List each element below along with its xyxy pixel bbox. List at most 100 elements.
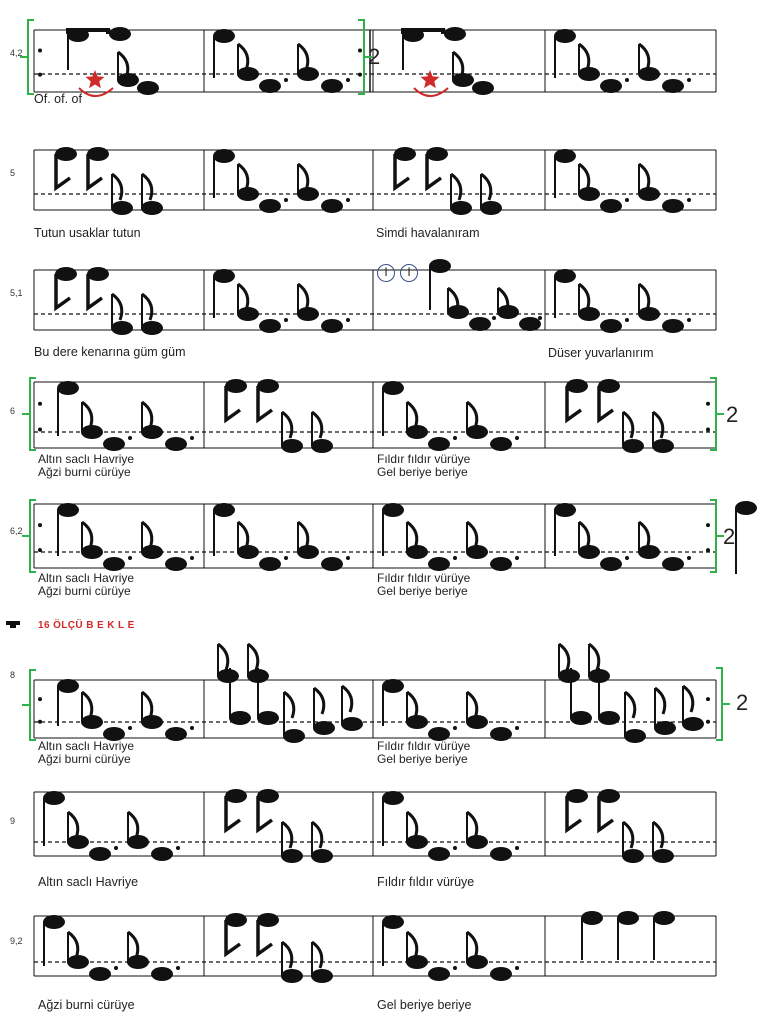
note-dot [38,697,42,702]
note-flag [452,50,465,79]
note-head [297,545,319,559]
note-flag [297,42,310,71]
note-head [165,557,187,571]
note-flag [447,286,460,315]
note-head [554,149,576,163]
note-flag [141,292,154,321]
note-head [55,267,77,281]
note-dot [687,556,691,560]
note-head [598,789,620,803]
note-flag [141,172,154,201]
note-flag [622,410,635,439]
note-head [259,557,281,571]
staff-notation [20,19,717,97]
note-dot [625,318,629,322]
lyric-line: Ağzi burni cürüye [38,584,131,598]
note-head [311,849,333,863]
note-head [653,911,675,925]
note-flag [81,520,94,549]
beam [66,28,110,34]
note-head [81,715,103,729]
note-head [469,317,491,331]
staff-row-5: 6,2 Altın saclı Havriye Ağzi burni cürüy… [0,496,758,606]
staff-row-3: 5,1 I I Bu dere kenarına güm güm Düser y… [0,252,758,364]
note-dot [625,78,629,82]
note-head [213,503,235,517]
note-head [466,835,488,849]
note-head [81,425,103,439]
note-flag [237,282,250,311]
note-head [117,73,139,87]
note-dot [346,198,350,202]
note-head [466,545,488,559]
note-dot [346,556,350,560]
note-head [103,557,125,571]
note-flag [141,520,154,549]
note-dot [38,719,42,724]
note-flag [313,686,326,715]
repeat-count: 2 [723,524,736,549]
note-head [259,199,281,213]
note-head [406,955,428,969]
note-head [581,911,603,925]
note-head [600,199,622,213]
note-head [472,81,494,95]
staff-notation [22,377,724,453]
row-label: 8 [10,670,16,680]
note-dot [128,556,132,560]
note-dot [706,719,710,724]
note-head [662,199,684,213]
note-dot [176,966,180,970]
note-head [598,379,620,393]
note-head [578,545,600,559]
note-flag [466,810,479,839]
note-head [578,187,600,201]
note-dot [492,316,496,320]
note-flag [111,172,124,201]
note-head [89,967,111,981]
staff-row-7: 9 Altın saclı Havriye Fıldır fıldır vürü… [0,786,758,896]
note-dot [706,427,710,432]
note-head [217,669,239,683]
lyric-line: Tutun usaklar tutun [34,226,141,240]
note-head [406,835,428,849]
note-head [297,307,319,321]
note-flag [406,520,419,549]
note-head [43,915,65,929]
lyric-line: Altın saclı Havriye [38,875,139,889]
note-head [406,545,428,559]
note-dot [128,436,132,440]
row-label: 5 [10,168,16,178]
note-head [229,711,251,725]
lyric-line: Simdi havalanıram [376,226,480,240]
note-dot [706,401,710,406]
note-head [311,439,333,453]
note-flag [578,520,591,549]
note-head [225,379,247,393]
note-head [141,545,163,559]
note-head [624,729,646,743]
note-head [554,503,576,517]
note-head [57,679,79,693]
note-dot [38,548,42,553]
note-flag [578,282,591,311]
note-head [67,835,89,849]
note-head [554,269,576,283]
lyric-line: Düser yuvarlanırım [548,346,654,360]
note-flag [480,172,493,201]
note-head [652,849,674,863]
note-head [622,849,644,863]
note-head [57,381,79,395]
note-flag [256,796,274,834]
note-head [519,317,541,331]
note-flag [682,684,695,713]
note-head [662,319,684,333]
row-label: 4,2 [10,48,23,58]
note-flag [256,386,274,424]
note-head [225,789,247,803]
row-label: 5,1 [10,288,23,298]
note-dot [176,846,180,850]
note-dot [38,523,42,528]
note-flag [256,920,274,958]
note-head [321,199,343,213]
